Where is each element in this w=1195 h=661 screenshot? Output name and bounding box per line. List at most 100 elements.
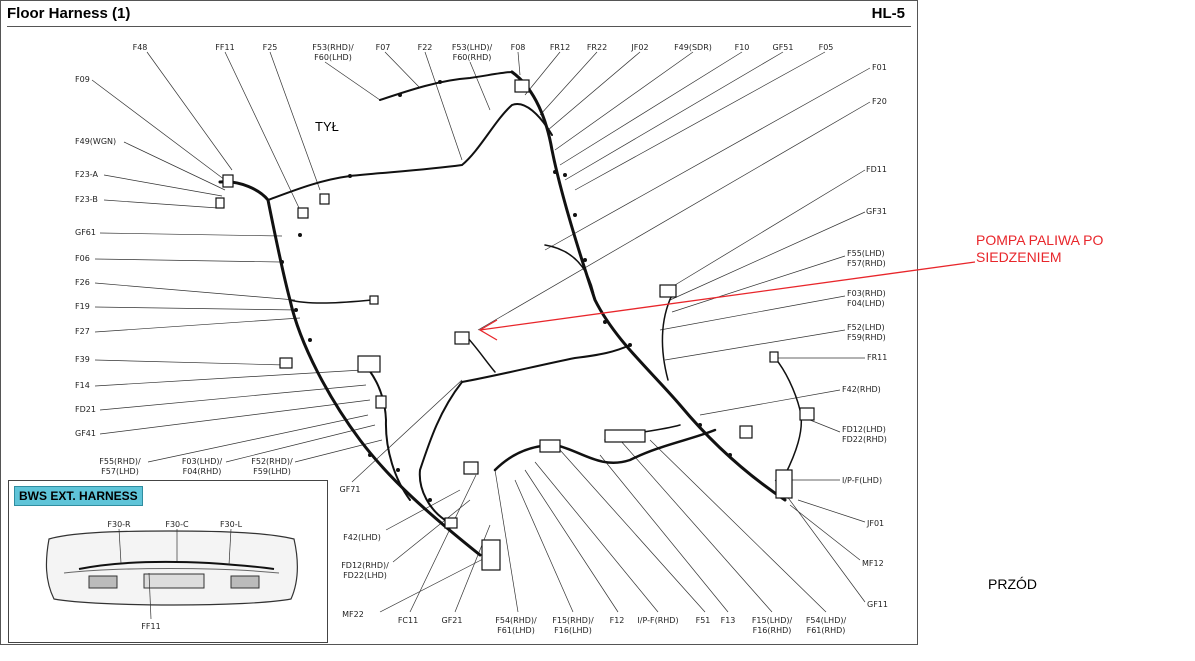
label-gf51: GF51 (773, 43, 794, 52)
label-f25: F25 (263, 43, 278, 52)
label-ff11: FF11 (215, 43, 234, 52)
bumper-crease (63, 568, 280, 574)
top-labels: F48 FF11 F25 F53(RHD)/ F60(LHD) F07 F22 … (133, 43, 834, 62)
label-f55-rhd: F55(RHD)/ (99, 457, 141, 466)
label-f49-sdr: F49(SDR) (674, 43, 712, 52)
label-f03-lhd: F03(LHD)/ (182, 457, 223, 466)
bws-inset: BWS EXT. HARNESS F30-R F30-C F30-L FF11 (8, 480, 328, 643)
front-label: PRZÓD (988, 576, 1037, 592)
label-f01: F01 (872, 63, 887, 72)
label-f03-rhd: F03(RHD) (847, 289, 886, 298)
label-f16-rhd: F16(RHD) (753, 626, 792, 635)
right-labels: F01 F20 FD11 GF31 F55(LHD) F57(RHD) F03(… (842, 63, 888, 609)
label-f53-rhd-2: F60(LHD) (314, 53, 352, 62)
label-f06: F06 (75, 254, 90, 263)
bottom-labels: FC11 GF21 F54(RHD)/ F61(LHD) F15(RHD)/ F… (398, 616, 847, 635)
connector-f08 (514, 79, 530, 93)
label-f57-rhd: F57(RHD) (847, 259, 886, 268)
bumper-center-plate (143, 573, 205, 589)
label-fd12-lhd: FD12(LHD) (842, 425, 886, 434)
label-f39: F39 (75, 355, 90, 364)
leader-ff11-bws (148, 572, 152, 620)
connector-f09 (222, 174, 234, 188)
connector-f42lhd (463, 461, 479, 475)
connector-f23b (215, 197, 225, 209)
connector-f26 (369, 295, 379, 305)
label-fr11: FR11 (867, 353, 887, 362)
connector-f14 (357, 355, 381, 373)
wire-markers (280, 80, 732, 502)
connector-ff11 (297, 207, 309, 219)
mid-labels: F55(RHD)/ F57(LHD) F03(LHD)/ F04(RHD) F5… (99, 457, 389, 619)
label-f53-lhd-1: F53(LHD)/ (452, 43, 493, 52)
connector-f25 (319, 193, 330, 205)
label-f59-lhd: F59(LHD) (253, 467, 291, 476)
diagram-title: Floor Harness (1) (7, 5, 131, 22)
label-fc11: FC11 (398, 616, 418, 625)
label-f53-rhd-1: F53(RHD)/ (312, 43, 354, 52)
label-f23b: F23-B (75, 195, 98, 204)
label-f57-lhd: F57(LHD) (101, 467, 139, 476)
annotation-text-line2: SIEDZENIEM (976, 249, 1062, 265)
bws-label-ff11: FF11 (141, 622, 160, 631)
connector-fuel-pump (454, 331, 470, 345)
label-f54-rhd: F54(RHD)/ (495, 616, 537, 625)
connectors (215, 79, 815, 571)
label-f55-lhd: F55(LHD) (847, 249, 885, 258)
label-f26: F26 (75, 278, 90, 287)
connector-fd12 (799, 407, 815, 421)
label-f59-rhd: F59(RHD) (847, 333, 886, 342)
annotation-arrow-line (479, 261, 976, 331)
label-f51: F51 (696, 616, 711, 625)
connector-fd11 (659, 284, 677, 298)
label-f23a: F23-A (75, 170, 98, 179)
annotation-text-line1: POMPA PALIWA PO (976, 232, 1103, 248)
connector-ipf-lhd (775, 469, 793, 499)
label-gf11: GF11 (867, 600, 888, 609)
connector-f39 (279, 357, 293, 369)
label-f19: F19 (75, 302, 90, 311)
bws-label-f30c: F30-C (165, 520, 189, 529)
label-f48: F48 (133, 43, 148, 52)
label-gf21: GF21 (442, 616, 463, 625)
label-fd12-rhd: FD12(RHD)/ (341, 561, 389, 570)
connector-f15rhd (539, 439, 561, 453)
label-gf31: GF31 (866, 207, 887, 216)
label-f20: F20 (872, 97, 887, 106)
header-divider (7, 26, 911, 27)
connector-f42rhd (739, 425, 753, 439)
label-f53-lhd-2: F60(RHD) (453, 53, 492, 62)
bumper-left-lamp (88, 575, 118, 589)
bws-title: BWS EXT. HARNESS (14, 486, 143, 506)
label-gf61: GF61 (75, 228, 96, 237)
diagram-code: HL-5 (871, 5, 905, 22)
harness-trunk (218, 70, 803, 557)
label-f14: F14 (75, 381, 90, 390)
label-fr12: FR12 (550, 43, 570, 52)
label-f10: F10 (735, 43, 750, 52)
label-f04-lhd: F04(LHD) (847, 299, 885, 308)
label-fd22-rhd: FD22(RHD) (842, 435, 887, 444)
bws-bumper-drawing: F30-R F30-C F30-L FF11 (45, 520, 298, 631)
label-f04-rhd: F04(RHD) (183, 467, 222, 476)
label-f09: F09 (75, 75, 90, 84)
label-fd21: FD21 (75, 405, 96, 414)
connector-f51 (604, 429, 646, 443)
label-f42-rhd: F42(RHD) (842, 385, 881, 394)
label-f22: F22 (418, 43, 433, 52)
label-f52-rhd: F52(RHD)/ (251, 457, 293, 466)
label-fd22-lhd: FD22(LHD) (343, 571, 387, 580)
label-f54-lhd: F54(LHD)/ (806, 616, 847, 625)
label-f12: F12 (610, 616, 625, 625)
label-jf01: JF01 (866, 519, 884, 528)
leader-f30r (118, 528, 122, 564)
label-f42-lhd: F42(LHD) (343, 533, 381, 542)
label-mf22: MF22 (342, 610, 364, 619)
connector-fr11 (769, 351, 779, 363)
leader-lines (91, 51, 871, 613)
label-f27: F27 (75, 327, 90, 336)
label-fr22: FR22 (587, 43, 607, 52)
label-f05: F05 (819, 43, 834, 52)
label-ipf-rhd: I/P-F(RHD) (637, 616, 678, 625)
